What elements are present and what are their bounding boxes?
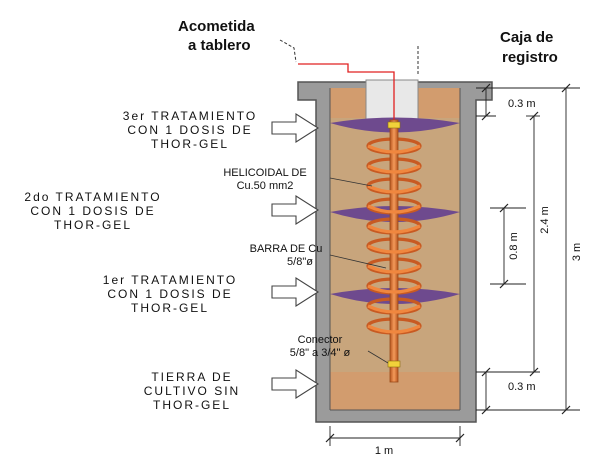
caja-label-2: registro	[502, 49, 558, 66]
tierra-line-1: TIERRA DE	[151, 370, 232, 384]
arrow-tierra	[271, 368, 320, 400]
dim-width: 1 m	[375, 445, 393, 457]
acometida-label-1: Acometida	[178, 18, 255, 35]
dim-bottom: 0.3 m	[508, 381, 536, 393]
t1-line-3: THOR-GEL	[131, 301, 209, 315]
t3-line-2: CON 1 DOSIS DE	[127, 123, 252, 137]
dim-total: 3 m	[571, 243, 583, 261]
top-connector	[387, 121, 401, 129]
dim-top: 0.3 m	[508, 98, 536, 110]
helicoidal-line-1: HELICOIDAL DE	[223, 167, 306, 179]
arrows	[271, 112, 320, 400]
arrow-t2	[271, 194, 320, 226]
conector-line-1: Conector	[298, 334, 343, 346]
supply-wire	[298, 63, 395, 120]
barra-line-2: 5/8"ø	[287, 256, 313, 268]
registration-box	[365, 79, 419, 123]
bottom-connector	[387, 360, 401, 368]
t3-line-3: THOR-GEL	[151, 137, 229, 151]
dimension-lines	[329, 87, 580, 446]
t2-line-3: THOR-GEL	[54, 218, 132, 232]
caja-label-1: Caja de	[500, 29, 553, 46]
tierra-line-3: THOR-GEL	[153, 398, 231, 412]
arrow-t3	[271, 112, 320, 144]
helicoidal-line-2: Cu.50 mm2	[237, 180, 294, 192]
t1-line-1: 1er TRATAMIENTO	[103, 273, 237, 287]
conector-line-2: 5/8" a 3/4" ø	[290, 347, 351, 359]
dim-span: 2.4 m	[539, 206, 551, 234]
t3-line-1: 3er TRATAMIENTO	[123, 109, 257, 123]
acometida-label-2: a tablero	[188, 37, 251, 54]
arrow-t1	[271, 276, 320, 308]
tierra-line-2: CULTIVO SIN	[144, 384, 240, 398]
dim-middle: 0.8 m	[508, 232, 520, 260]
t2-line-2: CON 1 DOSIS DE	[30, 204, 155, 218]
barra-line-1: BARRA DE Cu	[250, 243, 323, 255]
t2-line-1: 2do TRATAMIENTO	[24, 190, 161, 204]
t1-line-2: CON 1 DOSIS DE	[107, 287, 232, 301]
